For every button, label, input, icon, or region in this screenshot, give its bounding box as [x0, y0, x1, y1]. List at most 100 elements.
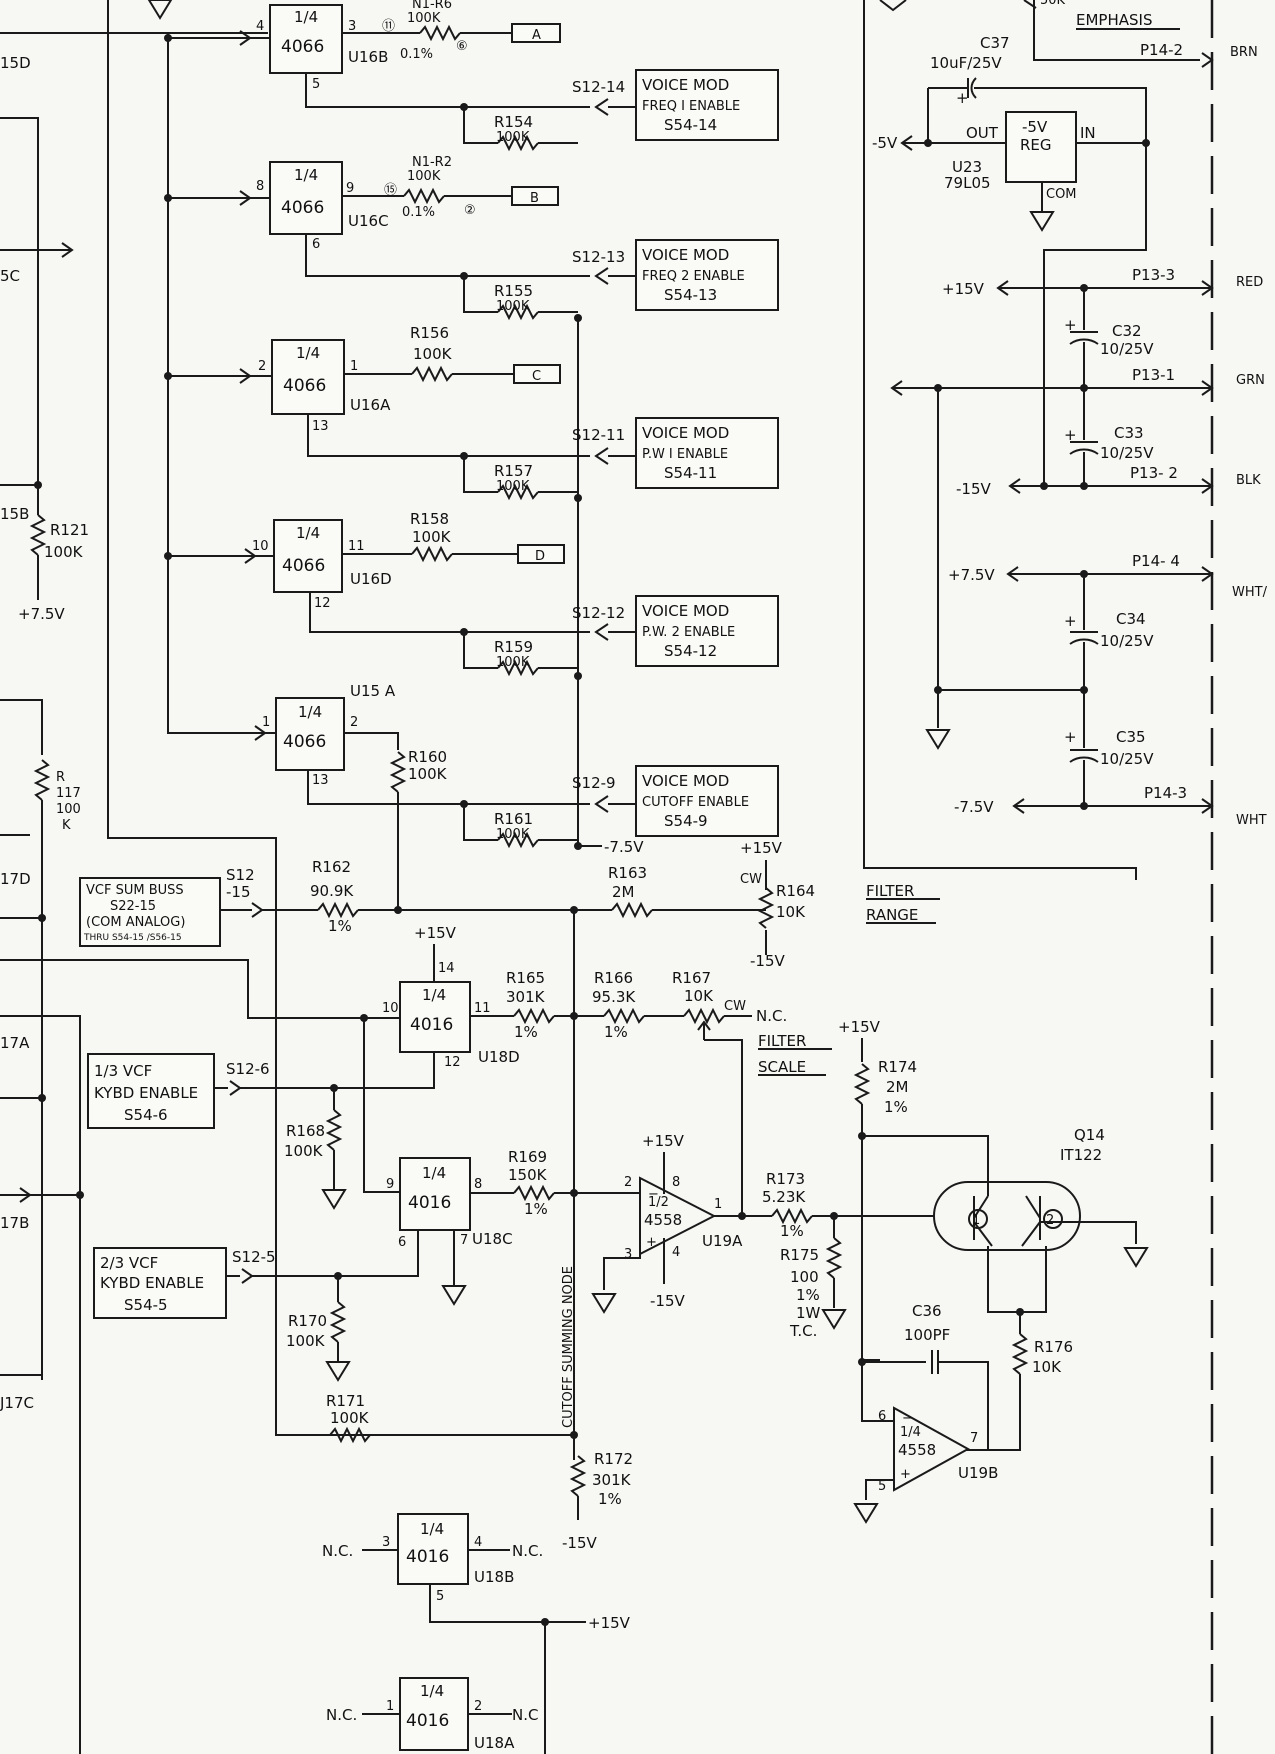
u16a-ref: U16A: [350, 396, 391, 414]
schematic-label: 100K: [408, 765, 448, 783]
switch-u18a: 1/4 4016 1 2 U18A N.C. N.C: [326, 1677, 538, 1752]
schematic-label: THRU S54-15 /S56-15: [83, 933, 182, 943]
schematic-label: 2M: [886, 1078, 909, 1096]
schematic-label: 100K: [407, 11, 441, 26]
p13-1-wire-color: GRN: [1236, 373, 1265, 388]
opamp-u19b: 1/4 4558 − + 6 5 7 U19B: [854, 1362, 998, 1523]
schematic-label: ⑮: [384, 183, 397, 198]
q14-transistor-2: 2: [1046, 1213, 1054, 1228]
schematic-label: 2: [350, 715, 358, 730]
schematic-label: 10/25V: [1100, 750, 1154, 768]
schematic-label: −: [902, 1411, 913, 1426]
schematic-label: N1-R2: [412, 155, 452, 170]
schematic-label: CW: [724, 999, 746, 1014]
schematic-label: COM: [1046, 187, 1077, 202]
schematic-label: 100K: [286, 1332, 326, 1350]
schematic-label: 4016: [406, 1547, 449, 1567]
schematic-label: 1%: [598, 1490, 622, 1508]
schematic-label: B: [530, 191, 539, 206]
switch-u16b: 1/4 4066 4 3 5 U16B A N1-R6 100K ⑪ 0.1% …: [256, 0, 561, 108]
schematic-label: 10/25V: [1100, 632, 1154, 650]
schematic-label: C37: [980, 34, 1010, 52]
schematic-label: 1/4: [420, 1520, 444, 1538]
schematic-label: 11: [474, 1001, 491, 1016]
voice-mod-resistor-value: 100K: [496, 655, 530, 670]
schematic-label: P14-3: [1144, 784, 1187, 802]
schematic-label: +15V: [942, 280, 985, 298]
schematic-label: N.C.: [756, 1007, 787, 1025]
schematic-label: ②: [464, 203, 476, 218]
q14-transistor-1: 1: [972, 1213, 980, 1228]
voice-mod-connector: S12-9: [572, 774, 616, 792]
u18a-ref: U18A: [474, 1734, 515, 1752]
schematic-label: 6: [312, 237, 320, 252]
schematic-label: 2: [258, 359, 266, 374]
schematic-label: R169: [508, 1148, 547, 1166]
schematic-label: C36: [912, 1302, 942, 1320]
schematic-label: 5: [878, 1479, 886, 1494]
r117-value: 100: [56, 802, 81, 817]
voice-mod-switch: S54-14: [664, 116, 717, 134]
schematic-label: 10K: [1032, 1358, 1062, 1376]
opamp-u19a: 1/2 4558 − + 2 3 1 8 4 +15V -15V U19A R1…: [592, 1132, 934, 1340]
schematic-label: 9: [346, 181, 354, 196]
schematic-label: S12: [226, 866, 255, 884]
schematic-label: (COM ANALOG): [86, 915, 185, 930]
schematic-label: S54-6: [124, 1106, 168, 1124]
schematic-label: N1-R6: [412, 0, 452, 12]
schematic-label: ⑪: [382, 19, 395, 34]
r121-rail: +7.5V: [18, 605, 65, 623]
power-section: 50K EMPHASIS P14-2 BRN C37 10uF/25V + -5…: [863, 0, 1268, 1754]
u16b-ref: U16B: [348, 48, 388, 66]
schematic-label: R164: [776, 882, 815, 900]
voice-mod-resistor-ref: R154: [494, 113, 533, 131]
schematic-label: -5V: [872, 134, 898, 152]
voice-mod-function: P.W I ENABLE: [642, 447, 728, 462]
cutoff-summing-node-label: CUTOFF SUMMING NODE: [561, 1266, 576, 1428]
schematic-label: N.C.: [512, 1542, 543, 1560]
p13-3-wire-color: RED: [1236, 275, 1263, 290]
schematic-label: +: [900, 1467, 911, 1482]
schematic-label: 1: [262, 715, 270, 730]
schematic-label: 1/4: [296, 524, 320, 542]
voice-mod-function: CUTOFF ENABLE: [642, 795, 749, 810]
schematic-label: -15V: [650, 1292, 685, 1310]
schematic-label: 90.9K: [310, 882, 354, 900]
voice-mod-switch: S54-9: [664, 812, 708, 830]
voice-mod-resistor-value: 100K: [496, 827, 530, 842]
switch-u16d: 1/4 4066 10 11 12 U16D D R158 100K: [252, 510, 565, 633]
schematic-label: 13: [312, 419, 329, 434]
kybd-enable-2-3: 2/3 VCF KYBD ENABLE S54-5 S12-5 R170 100…: [93, 1230, 419, 1381]
voice-mod-switch: S54-11: [664, 464, 717, 482]
schematic-label: 10: [382, 1001, 399, 1016]
schematic-label: 6: [398, 1235, 406, 1250]
schematic-label: P14- 4: [1132, 552, 1180, 570]
r-emphasis-value: 50K: [1040, 0, 1066, 8]
schematic-label: A: [532, 28, 541, 43]
voice-mod-resistor-ref: R157: [494, 462, 533, 480]
net-label-17a: 17A: [0, 1034, 30, 1052]
emphasis-label: EMPHASIS: [1076, 11, 1152, 29]
schematic-label: 7: [970, 1431, 978, 1446]
schematic-label: 10K: [684, 987, 714, 1005]
voice-mod-function: FREQ 2 ENABLE: [642, 269, 745, 284]
transistor-q14: 1 2 Q14 IT122 R176 10K: [933, 1126, 1148, 1451]
schematic-label: R168: [286, 1122, 325, 1140]
schematic-label: 3: [624, 1247, 632, 1262]
schematic-label: IT122: [1060, 1146, 1102, 1164]
voice-mod-resistor-ref: R159: [494, 638, 533, 656]
schematic-label: 1/3 VCF: [94, 1062, 152, 1080]
schematic-label: R165: [506, 969, 545, 987]
voice-mod-connector: S12-14: [572, 78, 625, 96]
schematic-label: 4: [672, 1245, 680, 1260]
voice-mod-resistor-ref: R161: [494, 810, 533, 828]
left-edge: 15D 5C 15B R121 100K +7.5V R 117 100 K 1…: [0, 0, 574, 1754]
schematic-label: 1/2: [648, 1195, 669, 1210]
schematic-label: C33: [1114, 424, 1144, 442]
schematic-label: -15: [226, 883, 251, 901]
schematic-label: 100K: [284, 1142, 324, 1160]
